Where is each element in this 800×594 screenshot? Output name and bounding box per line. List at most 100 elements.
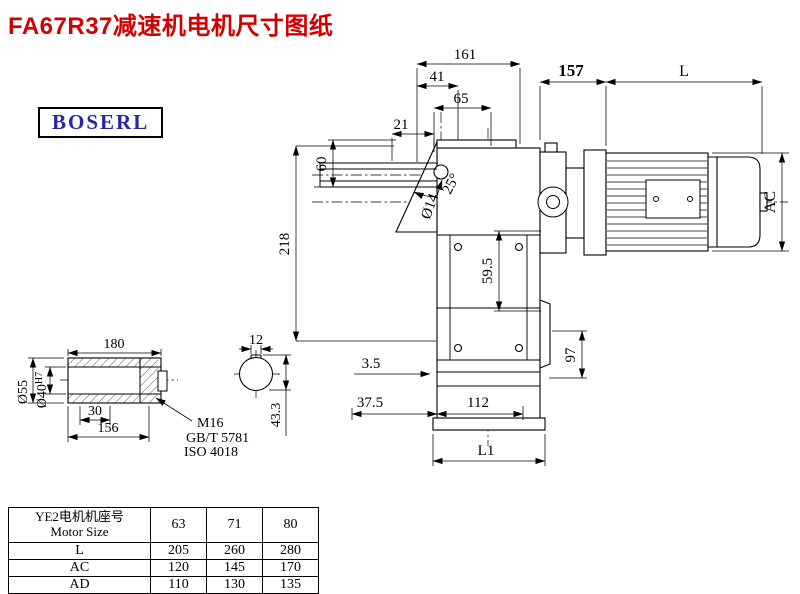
- size-column-71: 71: [206, 507, 263, 543]
- size-column-63: 63: [150, 507, 207, 543]
- dim-156: [67, 406, 150, 442]
- row-L-value-71: 260: [206, 541, 263, 560]
- motor-size-table: YE2电机机座号 Motor Size 63 71 80 L 205 260 2…: [8, 507, 319, 594]
- dim-AC: [712, 152, 789, 252]
- dim-41: [416, 82, 459, 140]
- dim-angle-arc: [413, 191, 438, 199]
- row-AD-value-80: 135: [262, 575, 319, 594]
- dim-40-base: Ø40: [35, 384, 50, 408]
- row-L-value-63: 205: [150, 541, 207, 560]
- row-L-label: L: [8, 541, 151, 560]
- dim-97-label: 97: [563, 347, 579, 363]
- shaft-end-view: [238, 354, 274, 392]
- bolt-hole: [514, 343, 524, 353]
- nameplate-rivet: [653, 196, 659, 202]
- dim-43-3: [263, 354, 291, 436]
- dim-12-label: 12: [249, 333, 263, 348]
- row-AC-value-63: 120: [150, 558, 207, 577]
- retaining-bolt: [157, 370, 168, 392]
- dim-40H7: [45, 366, 66, 395]
- brand-logo: BOSERL: [38, 107, 164, 138]
- fan-hub: [759, 192, 768, 212]
- gearbox-top-plate: [436, 139, 517, 149]
- dim-30: [79, 406, 111, 425]
- dim-218: [292, 145, 436, 342]
- dim-112: [436, 406, 524, 420]
- mounting-foot: [432, 417, 546, 431]
- dim-59-5-label: 59.5: [480, 258, 496, 284]
- dim-157-label: 157: [558, 61, 584, 80]
- dim-65-label: 65: [454, 91, 469, 107]
- table-row-AD: AD 110 130 135: [8, 575, 319, 594]
- shaft-detail: [67, 357, 168, 404]
- bolt-standard-1: GB/T 5781: [186, 431, 249, 446]
- bolt-hole: [514, 242, 524, 252]
- dim-37-5-label: 37.5: [357, 395, 383, 411]
- bolt-standard-2: ISO 4018: [184, 445, 238, 460]
- dim-L: [605, 78, 763, 154]
- dim-30-label: 30: [88, 404, 102, 419]
- gearbox-ribs: [437, 234, 540, 387]
- torque-arm-pin: [319, 162, 437, 188]
- row-AC-value-71: 145: [206, 558, 263, 577]
- dim-55: [28, 357, 64, 404]
- gearbox-housing: [395, 139, 551, 431]
- dimensions: [28, 60, 789, 466]
- page-title: FA67R37减速机电机尺寸图纸: [8, 13, 334, 40]
- dim-60-label: 60: [314, 157, 330, 172]
- dim-60: [314, 139, 396, 188]
- dim-3-5-label: 3.5: [362, 356, 381, 372]
- bolt-hole: [453, 343, 463, 353]
- dim-41-label: 41: [430, 69, 445, 85]
- row-AD-label: AD: [8, 575, 151, 594]
- row-AD-value-71: 130: [206, 575, 263, 594]
- row-AD-value-63: 110: [150, 575, 207, 594]
- motor-size-label-en: Motor Size: [50, 523, 109, 539]
- dim-AC-label: AC: [762, 191, 779, 213]
- dim-55-label: Ø55: [16, 380, 31, 404]
- dim-59-5: [494, 230, 541, 312]
- row-AC-label: AC: [8, 558, 151, 577]
- motor-nameplate: [645, 179, 701, 219]
- technical-drawing: 161 41 65 21 60 218 Ø14 25° 59.5 97 3.5 …: [16, 47, 789, 466]
- bolt-hole: [453, 242, 463, 252]
- dim-180-label: 180: [104, 337, 125, 352]
- dim-161-label: 161: [454, 47, 477, 63]
- dim-40H7-label: Ø40H7: [34, 372, 50, 408]
- motor-size-label-cn: YE2电机机座号: [35, 509, 124, 524]
- dim-L1-label: L1: [478, 443, 495, 459]
- dim-37-5: [351, 408, 438, 420]
- row-L-value-80: 280: [262, 541, 319, 560]
- dim-156-label: 156: [98, 421, 119, 436]
- dim-hole-leader: [436, 179, 443, 197]
- dim-218-label: 218: [277, 233, 293, 256]
- dim-L1: [432, 434, 546, 466]
- mounting-hole: [433, 164, 449, 180]
- dim-43-3-label: 43.3: [269, 403, 284, 428]
- dim-112-label: 112: [467, 395, 489, 411]
- dim-21: [391, 130, 435, 161]
- coupling: [537, 186, 569, 218]
- row-AC-value-80: 170: [262, 558, 319, 577]
- dim-97: [549, 330, 587, 379]
- adapter-bolt: [544, 142, 558, 153]
- dim-12: [239, 345, 273, 354]
- table-row-AC: AC 120 145 170: [8, 558, 319, 577]
- dim-40-tolerance: H7: [34, 372, 45, 384]
- size-column-80: 80: [262, 507, 319, 543]
- dim-L-label: L: [679, 63, 689, 80]
- side-boss: [539, 299, 551, 369]
- dimension-labels: 161 41 65 21 60 218 Ø14 25° 59.5 97 3.5 …: [16, 47, 779, 460]
- motor-size-header-cell: YE2电机机座号 Motor Size: [8, 507, 151, 543]
- dim-21-label: 21: [394, 117, 409, 133]
- dim-157: [539, 78, 607, 146]
- table-row-L: L 205 260 280: [8, 541, 319, 560]
- fan-cover: [707, 156, 768, 248]
- table-header-row: YE2电机机座号 Motor Size 63 71 80: [8, 507, 319, 543]
- nameplate-rivet: [687, 196, 693, 202]
- adapter-spacer: [565, 167, 585, 239]
- motor-flange: [583, 149, 607, 256]
- bolt-label: M16: [197, 416, 223, 431]
- brand-logo-text: BOSERL: [52, 110, 150, 134]
- dim-180: [67, 349, 162, 357]
